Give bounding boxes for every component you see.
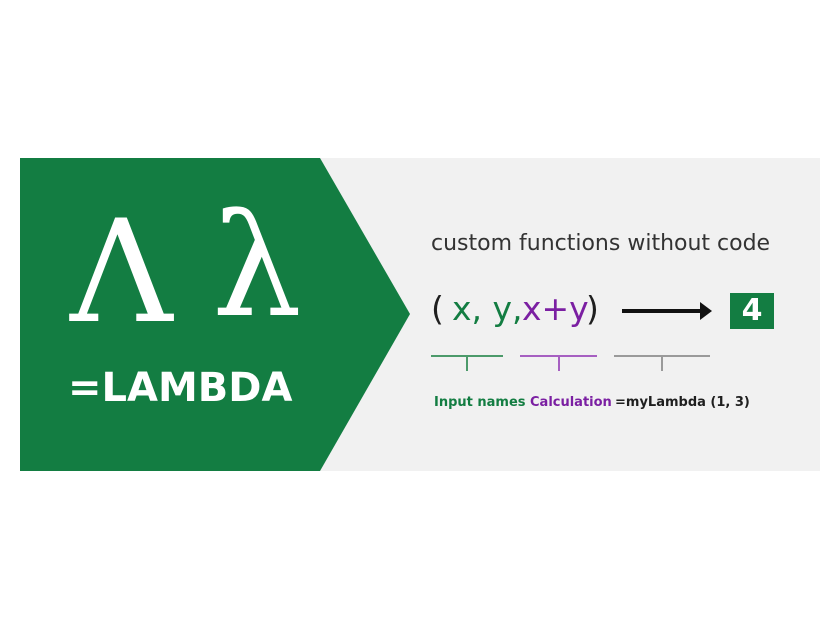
example-call-caption: =myLambda (1, 3) [615,395,750,410]
formula-close-paren: ) [586,289,599,328]
input-names-caption: Input names [434,395,526,410]
uppercase-lambda-glyph: Λ [70,190,173,355]
formula-input-names: x, y, [452,289,523,328]
lambda-banner: Λ λ =LAMBDA custom functions without cod… [20,158,820,471]
calculation-caption: Calculation [530,395,612,410]
tagline: custom functions without code [431,231,771,256]
lambda-glyphs: Λ λ [70,190,330,355]
arrow-shaft [622,309,702,313]
lowercase-lambda-glyph: λ [212,184,302,349]
example-bracket [614,355,710,371]
formula-open-paren: ( [431,289,444,328]
result-badge: 4 [730,293,774,329]
input-names-bracket [431,355,503,371]
arrow-head [700,302,712,320]
green-chevron-panel [20,158,410,471]
formula-calculation: x+y [522,289,589,328]
calculation-bracket [520,355,597,371]
lambda-function-label: =LAMBDA [68,365,293,411]
